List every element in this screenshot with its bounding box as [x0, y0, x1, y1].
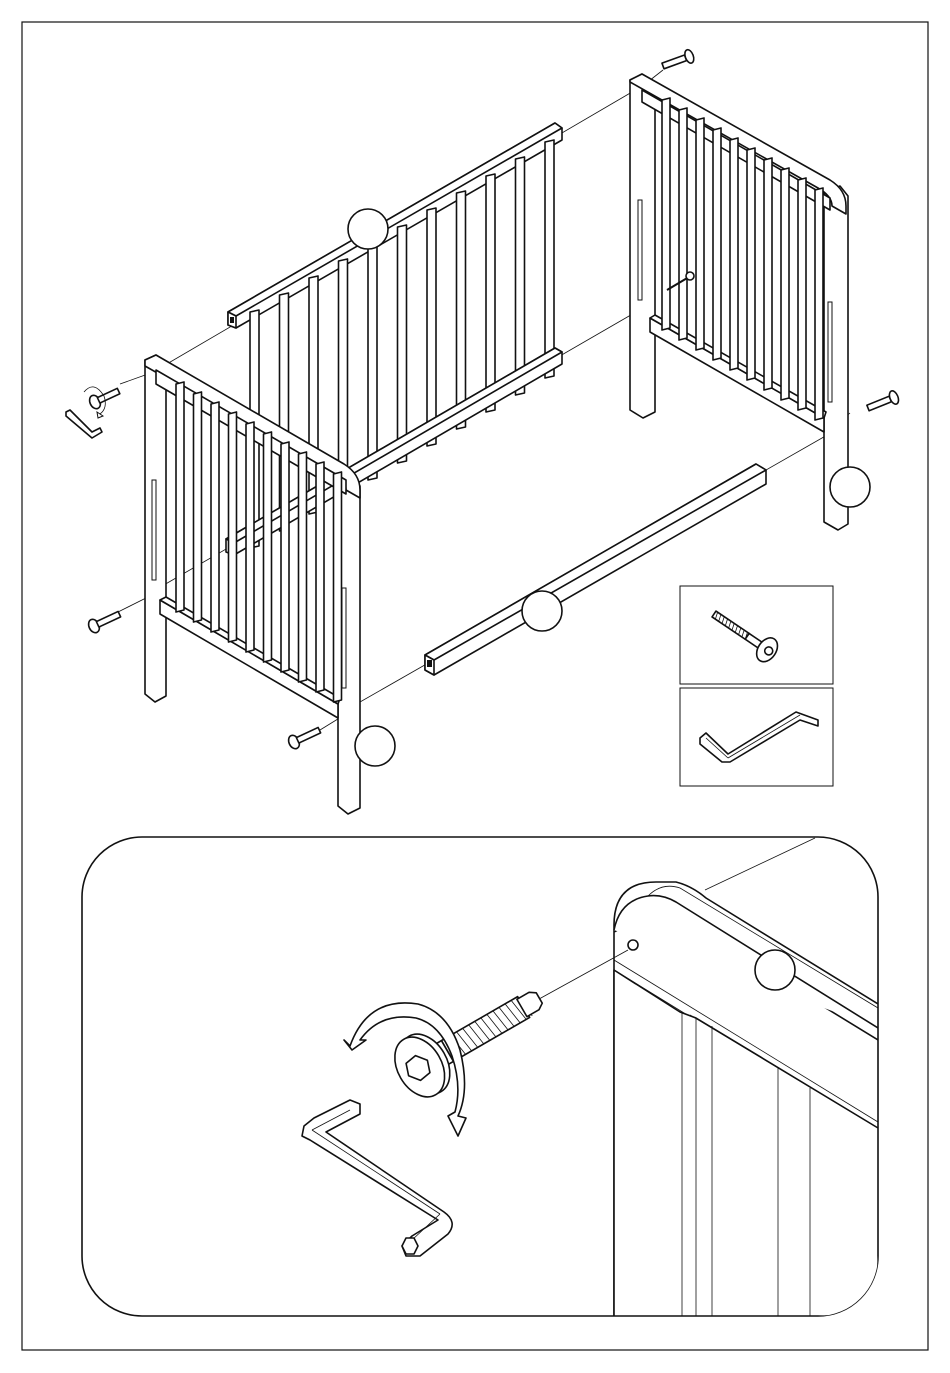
- front-end-panel: [145, 355, 360, 814]
- slat: [398, 225, 407, 463]
- bolt-icon: [661, 48, 696, 72]
- slat: [815, 188, 823, 420]
- hex-key-icon: [66, 410, 102, 438]
- slat: [264, 432, 272, 662]
- slat: [696, 118, 704, 350]
- rear-end-panel: [630, 74, 848, 530]
- bolt-icon: [287, 724, 323, 751]
- callout-circle: [348, 209, 388, 249]
- hardware-box-bolt: [680, 586, 833, 684]
- slat: [194, 392, 202, 622]
- callout-circle: [355, 726, 395, 766]
- bolt-icon: [865, 390, 900, 415]
- slat: [229, 412, 237, 642]
- callout-circle: [755, 950, 795, 990]
- slat: [679, 108, 687, 340]
- slat: [368, 242, 377, 480]
- hardware-box-key: [680, 688, 833, 786]
- bolt-icon: [87, 608, 123, 635]
- slat: [427, 208, 436, 446]
- slat: [747, 148, 755, 380]
- side-rail-upper: [228, 123, 562, 328]
- slat: [246, 422, 254, 652]
- slat: [486, 174, 495, 412]
- slat: [176, 382, 184, 612]
- slat: [457, 191, 466, 429]
- slat: [316, 462, 324, 692]
- slat: [516, 157, 525, 395]
- slat: [662, 98, 670, 330]
- arrow-head-icon: [97, 412, 103, 418]
- callout-circle: [830, 467, 870, 507]
- slat: [764, 158, 772, 390]
- slat: [299, 452, 307, 682]
- slat: [211, 402, 219, 632]
- slat: [713, 128, 721, 360]
- slat: [730, 138, 738, 370]
- slat: [281, 442, 289, 672]
- callout-circle: [522, 591, 562, 631]
- slat: [334, 472, 342, 702]
- long-side-slats: [250, 140, 554, 548]
- slat: [545, 140, 554, 378]
- slat: [781, 168, 789, 400]
- detail-panel: [82, 837, 878, 1316]
- slat: [798, 178, 806, 410]
